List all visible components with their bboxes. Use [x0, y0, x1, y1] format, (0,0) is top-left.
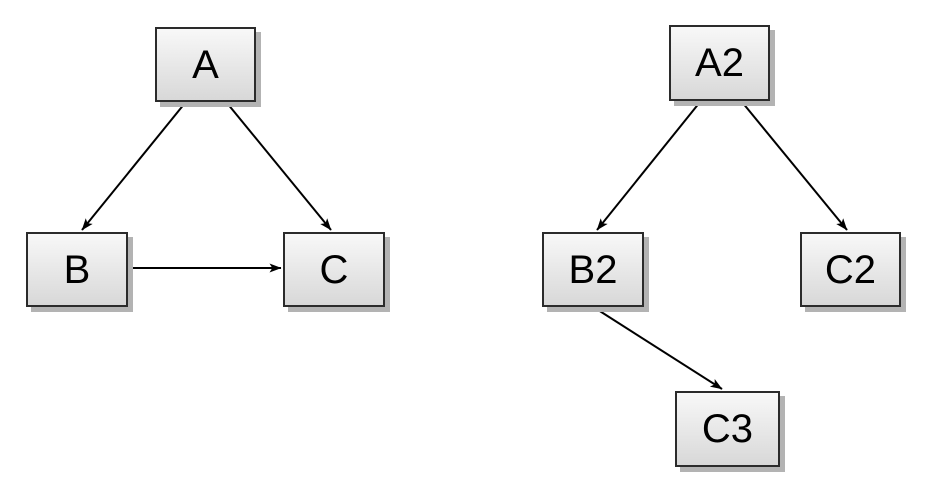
node-label: B2 [568, 247, 618, 292]
node-label: C2 [824, 247, 877, 292]
node-label: A2 [695, 41, 744, 85]
node-C3[interactable]: C3 [675, 391, 780, 467]
node-C2[interactable]: C2 [800, 232, 901, 307]
node-B2[interactable]: B2 [542, 232, 644, 307]
edge-A-B [81, 102, 186, 231]
node-C[interactable]: C [283, 232, 385, 307]
edge-A2-C2 [741, 101, 848, 231]
node-label: B [63, 247, 91, 292]
node-A2[interactable]: A2 [669, 25, 770, 101]
edge-A-C [226, 102, 332, 231]
edge-B2-C3 [594, 307, 723, 390]
node-A[interactable]: A [155, 27, 256, 102]
node-B[interactable]: B [26, 232, 128, 307]
node-label: A [192, 42, 219, 87]
node-label: C [319, 247, 349, 292]
node-label: C3 [701, 407, 754, 451]
edge-A2-B2 [596, 101, 701, 231]
